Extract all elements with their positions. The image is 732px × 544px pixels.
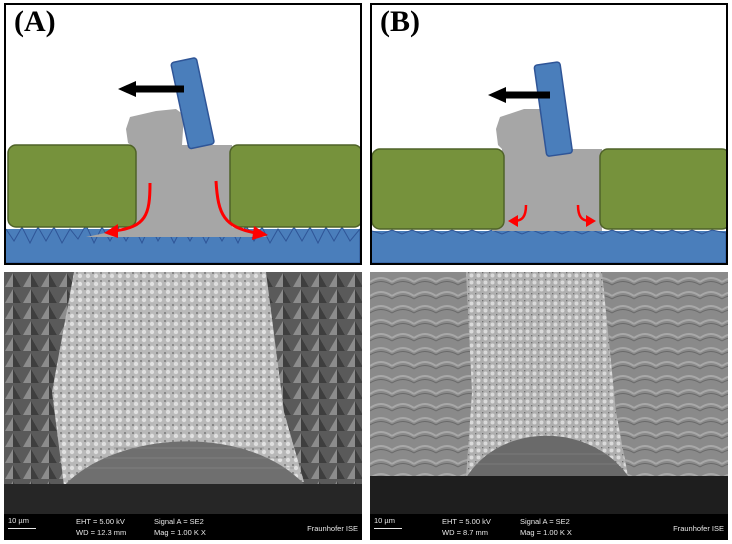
squeegee-a: [170, 57, 215, 150]
wd-value: WD = 12.3 mm: [76, 528, 127, 537]
organization-label: Fraunhofer ISE: [673, 524, 724, 533]
mag-value: Mag = 1.00 K X: [520, 528, 572, 537]
arrowhead-b-left: [508, 215, 518, 227]
mag-value: Mag = 1.00 K X: [154, 528, 206, 537]
screen-mask-left-a: [7, 144, 137, 228]
scale-bar: [374, 528, 402, 529]
diagram-panel-a: (A): [4, 3, 362, 265]
sem-right-texture: [370, 272, 728, 514]
print-direction-arrow-a: [118, 81, 184, 97]
printed-finger-a: [86, 109, 268, 237]
sem-info-bar-left: 10 µm EHT = 5.00 kV WD = 12.3 mm Signal …: [4, 514, 362, 540]
screen-mask-right-b: [599, 148, 726, 230]
sem-left-texture: [4, 272, 362, 514]
arrowhead-a-right: [252, 226, 268, 240]
panel-label-b: (B): [380, 5, 420, 38]
squeegee-b: [533, 61, 573, 157]
diagram-a-svg: [6, 57, 360, 263]
eht-value: EHT = 5.00 kV: [442, 517, 491, 526]
screen-mask-right-a: [229, 144, 360, 228]
panel-label-a: (A): [14, 5, 56, 38]
scale-label: 10 µm: [374, 516, 395, 525]
print-direction-arrow-b: [488, 87, 550, 103]
arrowhead-a-left: [104, 224, 118, 238]
diagram-b-svg: [372, 61, 726, 263]
arrowhead-b-right: [586, 215, 596, 227]
planar-surface-b: [372, 229, 726, 263]
scale-bar: [8, 528, 36, 529]
signal-value: Signal A = SE2: [154, 517, 204, 526]
diagram-panel-b: (B): [370, 3, 728, 265]
scale-label: 10 µm: [8, 516, 29, 525]
screen-mask-left-b: [372, 148, 505, 230]
wd-value: WD = 8.7 mm: [442, 528, 489, 537]
sem-image-right: 10 µm EHT = 5.00 kV WD = 8.7 mm Signal A…: [370, 272, 728, 540]
eht-value: EHT = 5.00 kV: [76, 517, 125, 526]
textured-surface-a: [6, 223, 360, 263]
paste-spread-arrows-a: [113, 180, 257, 235]
printed-finger-b: [492, 109, 602, 231]
signal-value: Signal A = SE2: [520, 517, 570, 526]
sem-image-left: 10 µm EHT = 5.00 kV WD = 12.3 mm Signal …: [4, 272, 362, 540]
sem-info-bar-right: 10 µm EHT = 5.00 kV WD = 8.7 mm Signal A…: [370, 514, 728, 540]
organization-label: Fraunhofer ISE: [307, 524, 358, 533]
